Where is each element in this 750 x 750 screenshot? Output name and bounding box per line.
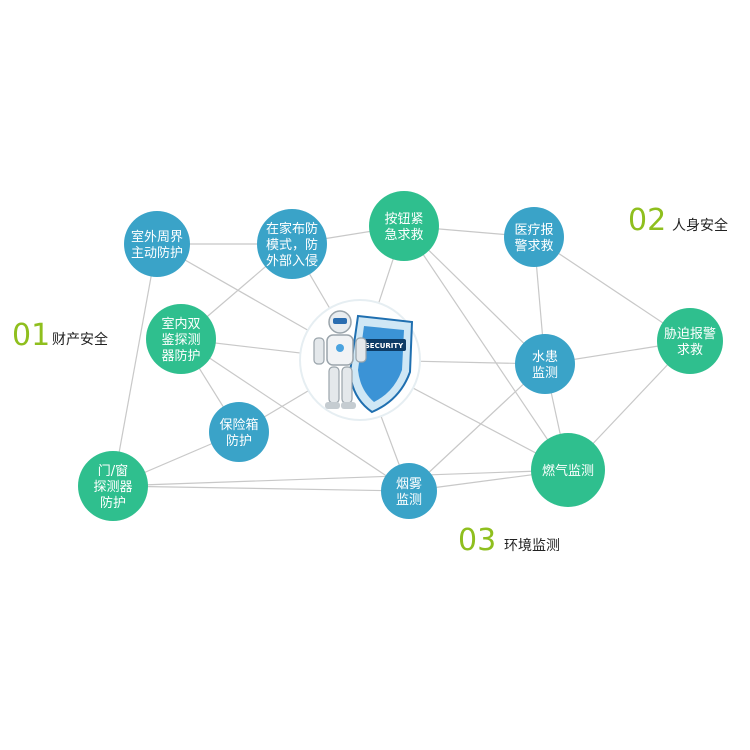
category-label: 人身安全 [672, 217, 728, 234]
node-label: 保险箱 [219, 417, 258, 433]
shield-text: SECURITY [365, 342, 404, 350]
node-label: 外部入侵 [266, 253, 318, 269]
node-circle [124, 211, 190, 277]
node-label: 水患 [532, 350, 558, 365]
node-circle [515, 334, 575, 394]
node-label: 警求救 [514, 238, 553, 254]
connection-line [112, 469, 569, 487]
node-circle [381, 463, 437, 519]
node-label: 监测 [532, 366, 558, 381]
node-label: 急求救 [384, 227, 423, 243]
node-circle [369, 191, 439, 261]
category-personal-safety: 02 人身安全 [628, 203, 728, 238]
feature-nodes: 室外周界主动防护在家布防模式，防外部入侵按钮紧急求救医疗报警求救室内双鉴探测器防… [78, 191, 723, 521]
category-property-safety: 01 财产安全 [12, 318, 108, 353]
node-circle [209, 402, 269, 462]
category-label: 财产安全 [52, 331, 108, 348]
connection-line [180, 338, 410, 492]
node-label: 探测器 [93, 480, 132, 495]
feature-node-n11: 燃气监测 [531, 433, 605, 507]
node-label: 在家布防 [266, 221, 318, 237]
node-label: 主动防护 [131, 245, 183, 261]
connection-line [408, 363, 546, 492]
node-circle [78, 451, 148, 521]
node-label: 求救 [677, 342, 703, 358]
robot-security-shield-icon: SECURITY [299, 299, 421, 421]
category-number: 02 [628, 203, 666, 238]
node-label: 防护 [100, 495, 126, 511]
node-circle [657, 308, 723, 374]
node-circle [531, 433, 605, 507]
connection-line [112, 243, 158, 487]
node-label: 燃气监测 [542, 463, 594, 479]
connection-line [112, 485, 410, 492]
node-label: 胁迫报警 [664, 326, 716, 342]
node-label: 室内双 [161, 316, 200, 332]
node-label: 医疗报 [514, 223, 553, 238]
connection-line [403, 225, 569, 471]
category-number: 01 [12, 318, 50, 353]
category-number: 03 [458, 523, 496, 558]
node-circle [257, 209, 327, 279]
node-label: 器防护 [161, 348, 200, 364]
node-label: 模式，防 [266, 237, 318, 253]
node-circle [146, 304, 216, 374]
node-label: 室外周界 [131, 229, 183, 245]
node-label: 门/窗 [98, 463, 128, 479]
node-label: 防护 [226, 433, 252, 449]
category-label: 环境监测 [504, 538, 560, 554]
category-environment-monitoring: 03 环境监测 [458, 523, 560, 558]
node-label: 按钮紧 [384, 212, 423, 227]
node-label: 监测 [396, 493, 422, 508]
node-circle [504, 207, 564, 267]
node-label: 烟雾 [396, 477, 422, 492]
node-label: 鉴探测 [161, 333, 200, 348]
